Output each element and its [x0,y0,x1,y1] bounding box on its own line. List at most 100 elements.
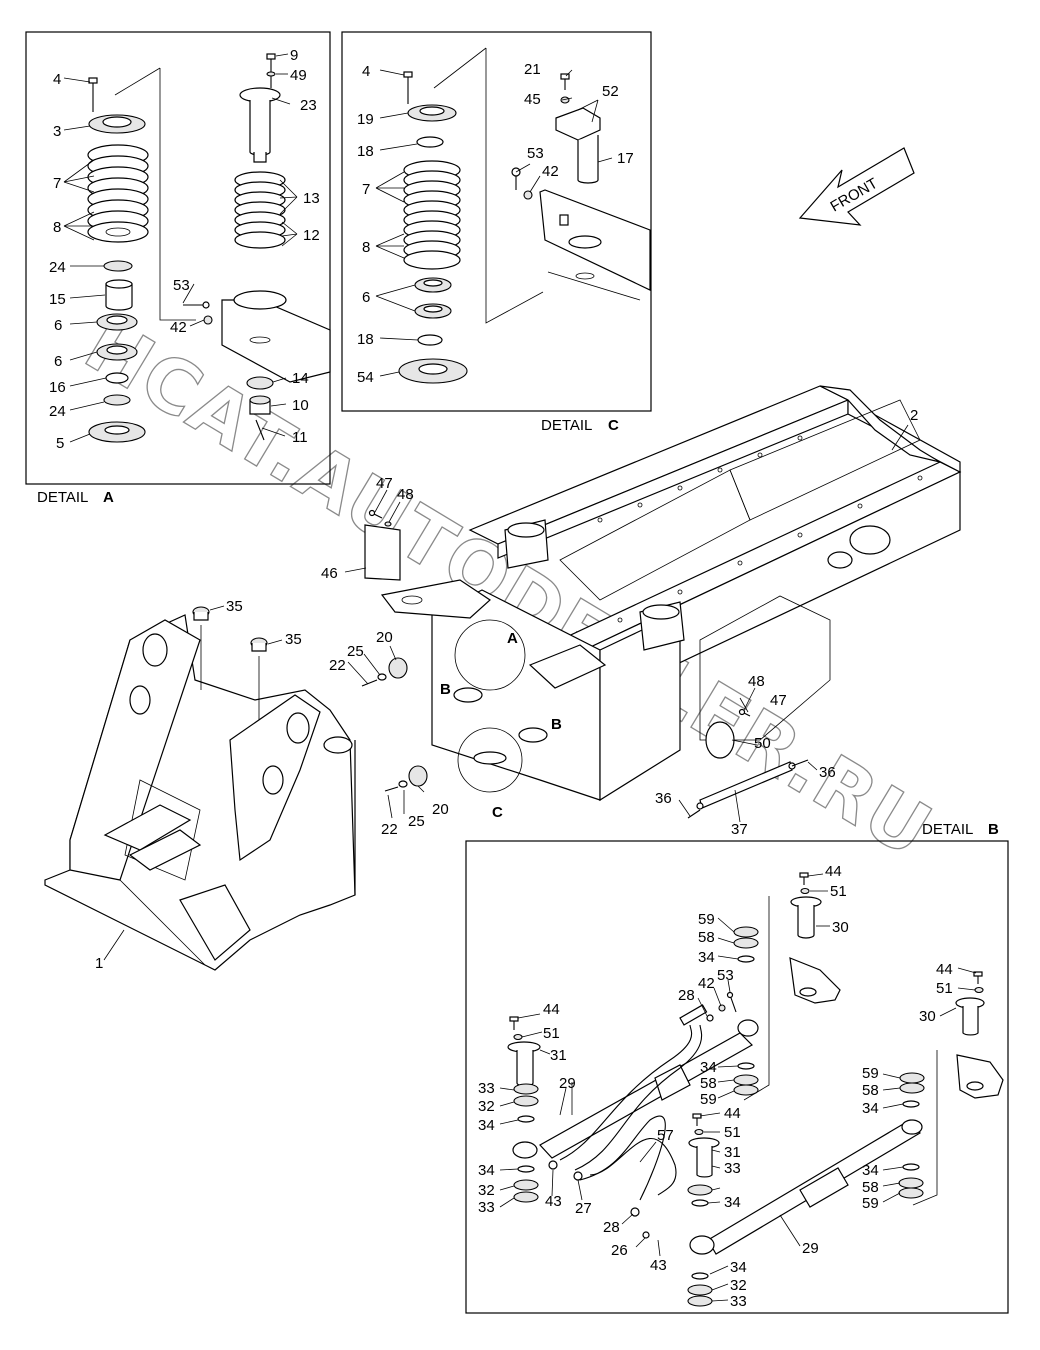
callout-label: 34 [730,1259,747,1276]
callout-label: 17 [617,150,634,167]
callout-label: 47 [376,475,393,492]
callout-label: 34 [698,949,715,966]
callout-label: 6 [362,289,370,306]
callout-label: 25 [347,643,364,660]
callout-label: 44 [724,1105,741,1122]
callout-label: 34 [862,1162,879,1179]
callout-label: 28 [603,1219,620,1236]
callout-label: 51 [936,980,953,997]
callout-label: 21 [524,61,541,78]
callout-label: 54 [357,369,374,386]
callout-label: 15 [49,291,66,308]
callout-label: 32 [730,1277,747,1294]
callout-label: 32 [478,1098,495,1115]
callout-label: 30 [832,919,849,936]
callout-label: 35 [285,631,302,648]
detail-c-letter: C [608,417,619,434]
callout-label: 34 [724,1194,741,1211]
view-markers: A B B C [440,630,562,821]
callout-label: 6 [54,353,62,370]
callout-label: 31 [724,1144,741,1161]
callout-label: 24 [49,403,66,420]
callout-label: 10 [292,397,309,414]
callout-label: 51 [724,1124,741,1141]
callout-label: 22 [381,821,398,838]
link-rod-37 [687,759,809,819]
callout-label: 34 [478,1117,495,1134]
callout-label: 58 [700,1075,717,1092]
callout-label: 42 [698,975,715,992]
callout-label: 48 [397,486,414,503]
callout-label: 53 [527,145,544,162]
callout-label: 51 [830,883,847,900]
callout-label: 29 [559,1075,576,1092]
callout-label: 43 [545,1193,562,1210]
callout-labels: 4 3 7 8 24 15 6 6 16 24 5 9 49 23 13 12 … [49,47,953,1310]
callout-label: 58 [862,1082,879,1099]
detail-b-frame [465,840,1009,1314]
callout-label: 7 [53,175,61,192]
callout-label: 4 [53,71,61,88]
callout-label: 43 [650,1257,667,1274]
callout-label: 14 [292,370,309,387]
callout-label: 51 [543,1025,560,1042]
callout-label: 45 [524,91,541,108]
callout-label: 35 [226,598,243,615]
callout-label: 9 [290,47,298,64]
detail-a-prefix: DETAIL [37,489,88,506]
callout-label: 32 [478,1182,495,1199]
callout-label: 23 [300,97,317,114]
callout-label: 50 [754,735,771,752]
detail-c-frame [341,31,652,412]
callout-label: 12 [303,227,320,244]
callout-label: 26 [611,1242,628,1259]
callout-label: 13 [303,190,320,207]
callout-label: 27 [575,1200,592,1217]
detail-b-letter: B [988,821,999,838]
callout-label: 53 [173,277,190,294]
stopper-20-upper [361,657,408,687]
callout-label: 4 [362,63,370,80]
callout-label: 31 [550,1047,567,1064]
plate-50 [738,708,751,717]
callout-label: 46 [321,565,338,582]
callout-label: 25 [408,813,425,830]
callout-label: 11 [292,429,308,446]
callout-label: 47 [770,692,787,709]
callout-label: 3 [53,123,61,140]
callout-label: 22 [329,657,346,674]
callout-label: 57 [657,1127,674,1144]
cover-plate-46 [364,509,401,581]
detail-c-prefix: DETAIL [541,417,592,434]
callout-label: 16 [49,379,66,396]
callout-label: 36 [819,764,836,781]
callout-label: 44 [543,1001,560,1018]
callout-label: 44 [825,863,842,880]
callout-label: 42 [542,163,559,180]
view-marker-c: C [492,804,503,821]
callout-label: 36 [655,790,672,807]
callout-label: 33 [478,1080,495,1097]
callout-label: 18 [357,143,374,160]
callout-label: 8 [362,239,370,256]
callout-label: 33 [724,1160,741,1177]
detail-b-prefix: DETAIL [922,821,973,838]
detail-a-caption: DETAIL A [37,489,114,506]
callout-label: 49 [290,67,307,84]
callout-label: 19 [357,111,374,128]
callout-label: 5 [56,435,64,452]
callout-label: 34 [862,1100,879,1117]
callout-label: 59 [862,1065,879,1082]
front-arrow-icon: FRONT [798,147,915,226]
callout-label: 33 [730,1293,747,1310]
callout-label: 37 [731,821,748,838]
callout-label: 33 [478,1199,495,1216]
callout-label: 6 [54,317,62,334]
callout-label: 59 [698,911,715,928]
callout-label: 58 [862,1179,879,1196]
callout-label: 24 [49,259,66,276]
callout-label: 48 [748,673,765,690]
callout-label: 20 [376,629,393,646]
callout-label: 8 [53,219,61,236]
callout-label: 18 [357,331,374,348]
